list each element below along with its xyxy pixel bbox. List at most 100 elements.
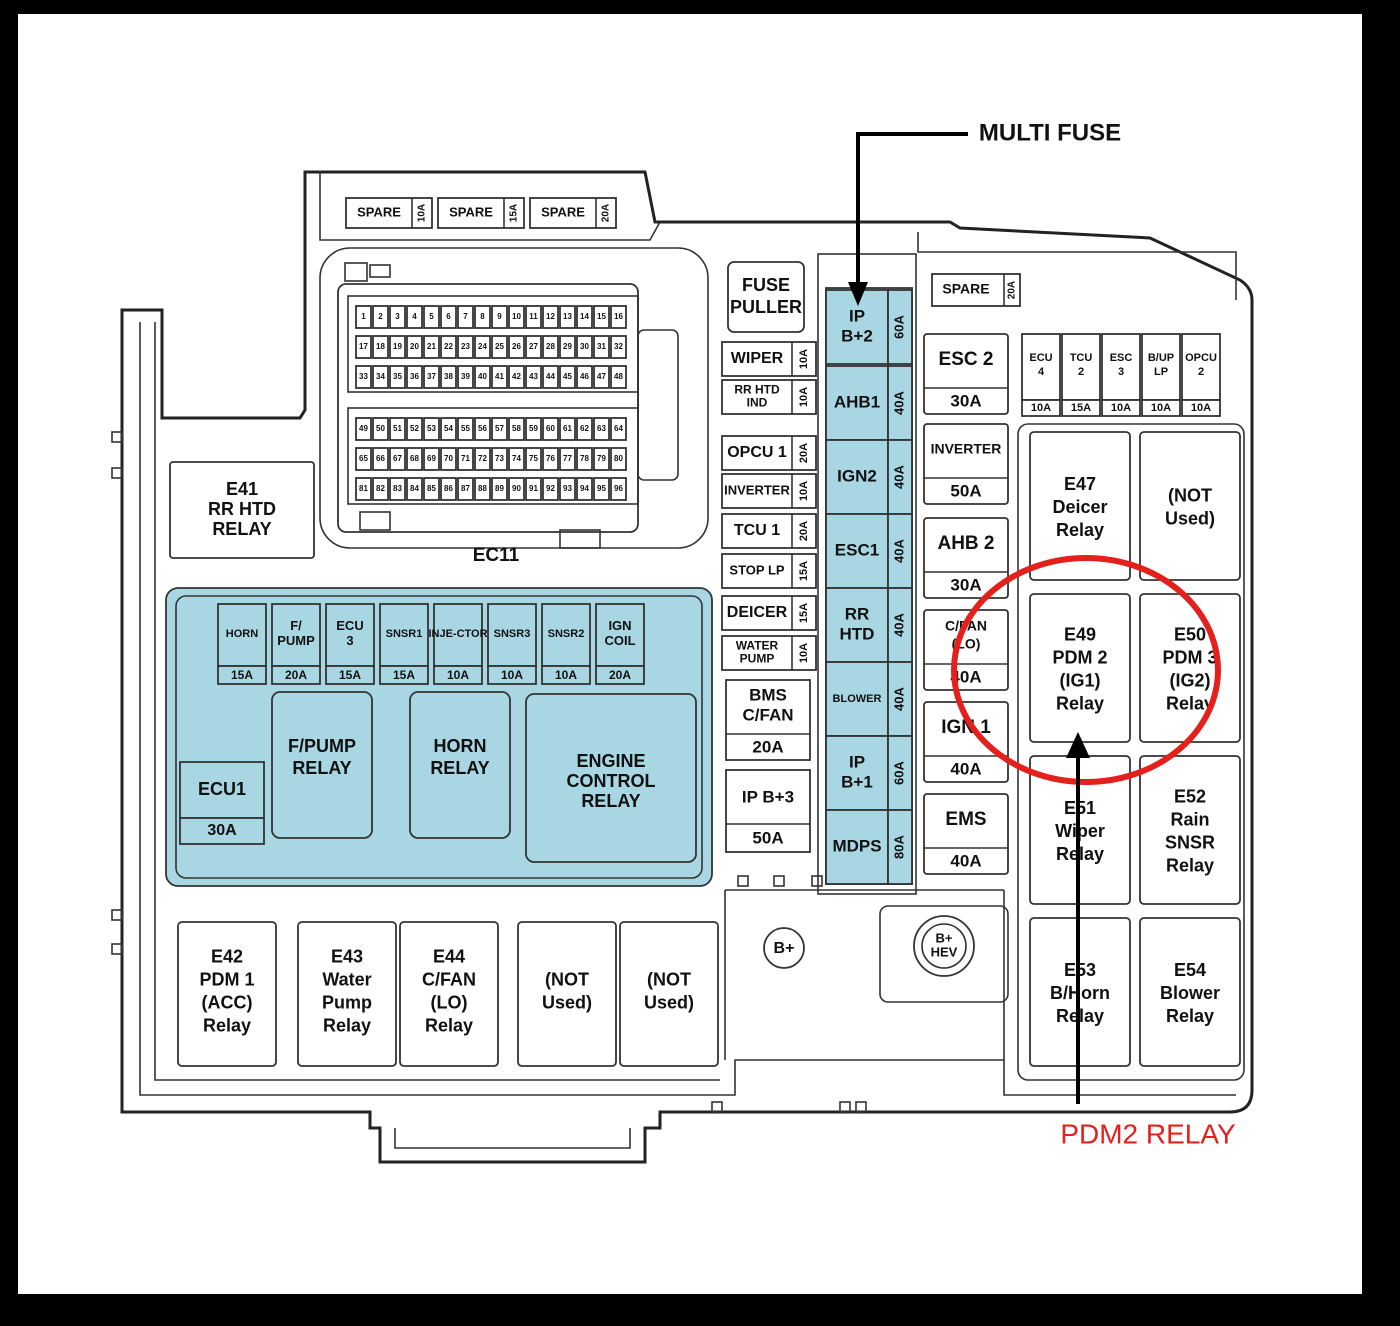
connector-pin: [525, 417, 542, 441]
relay-body: [399, 921, 499, 1067]
connector-pin: [423, 305, 440, 329]
relay-bay-outline: [1017, 423, 1245, 1081]
fuse-amp: 30A: [207, 822, 237, 839]
relay-label: PDM 1: [199, 969, 254, 989]
spare-fuse-label: SPARE: [449, 204, 493, 219]
pin-number: 19: [393, 342, 402, 351]
connector-pin: [593, 305, 610, 329]
connector-pin: [406, 477, 423, 501]
relay-label: RR HTD: [208, 499, 276, 519]
connector-pin: [525, 365, 542, 389]
relay-label: HORN: [434, 736, 487, 756]
pin-number: 12: [546, 312, 555, 321]
relay-label: Relay: [203, 1015, 251, 1035]
relay-label: RELAY: [430, 758, 489, 778]
fuse-name: ESC 2: [939, 349, 994, 370]
mount-tab: [773, 875, 785, 887]
pin-number: 82: [376, 484, 385, 493]
fuse-amp: 15A: [798, 561, 810, 581]
fuse-body: [923, 609, 1009, 691]
pin-number: 39: [461, 372, 470, 381]
multi-fuse-name: BLOWER: [833, 693, 882, 705]
pin-number: 16: [614, 312, 623, 321]
connector-pin: [525, 477, 542, 501]
connector-pin: [593, 417, 610, 441]
housing-inner-wall: [139, 322, 1236, 1096]
right-fuse[interactable]: C/FAN(LO)40A: [923, 609, 1009, 691]
fuse-name: SNSR2: [548, 628, 585, 640]
spare-fuse[interactable]: SPARE 15A: [437, 197, 525, 229]
spare-fuse-amp: 15A: [509, 204, 520, 222]
pin-number: 11: [529, 312, 538, 321]
relay-label: (IG2): [1169, 670, 1210, 690]
fuse-amp: 10A: [798, 387, 810, 407]
fuse-body: [721, 553, 817, 589]
pin-number: 81: [359, 484, 368, 493]
connector-pin: [406, 335, 423, 359]
connector-pin: [372, 335, 389, 359]
pin-number: 72: [478, 454, 487, 463]
pin-number: 84: [410, 484, 419, 493]
pin-number: 70: [444, 454, 453, 463]
relay-label: Relay: [1056, 520, 1104, 540]
connector-pin: [355, 447, 372, 471]
fuse-name: TCU 1: [734, 522, 780, 539]
connector-pin: [610, 365, 627, 389]
